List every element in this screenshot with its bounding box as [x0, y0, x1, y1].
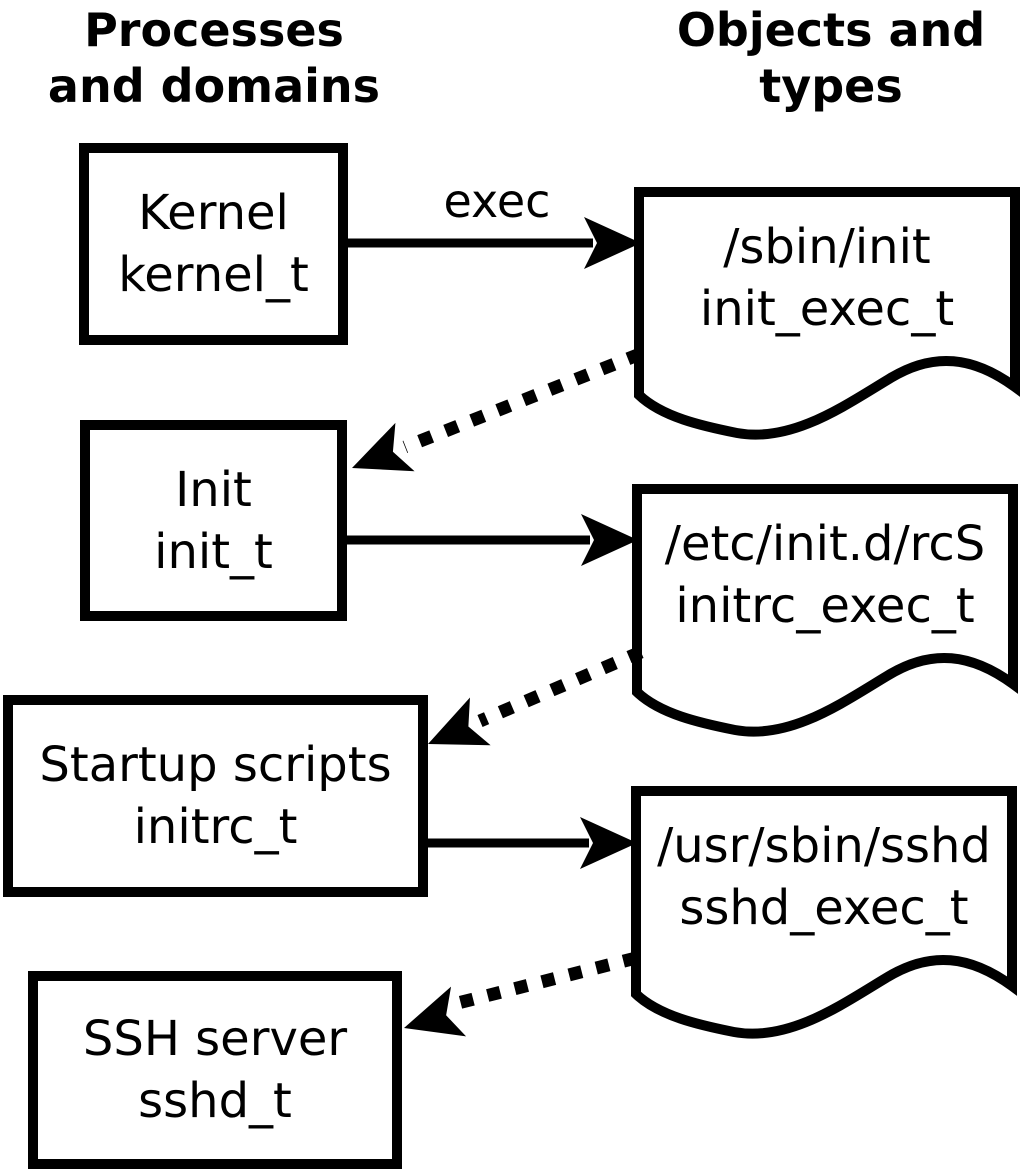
- process-node-init: Init init_t: [80, 420, 347, 621]
- exec-arrow-startup-scripts-to-usr-sbin-sshd: [428, 817, 637, 869]
- process-domain: initrc_t: [133, 799, 298, 855]
- object-type: init_exec_t: [699, 281, 955, 337]
- process-domain: sshd_t: [138, 1073, 292, 1129]
- objects-column-header: Objects and types: [638, 2, 1024, 114]
- object-path: /usr/sbin/sshd: [657, 818, 991, 874]
- document-shape: [631, 786, 1017, 1039]
- processes-header-line2: and domains: [47, 59, 381, 113]
- object-text: /usr/sbin/sshd sshd_exec_t: [631, 815, 1017, 939]
- object-text: /etc/init.d/rcS initrc_exec_t: [632, 513, 1018, 637]
- process-label: SSH server: [82, 1011, 348, 1067]
- process-label: Kernel: [138, 185, 289, 241]
- object-path: /sbin/init: [723, 219, 931, 275]
- process-node-kernel: Kernel kernel_t: [79, 143, 348, 345]
- transition-arrow-usr-sbin-sshd-to-ssh-server: [404, 951, 638, 1037]
- process-node-ssh-server: SSH server sshd_t: [28, 971, 402, 1169]
- process-label: Init: [175, 461, 252, 518]
- process-domain: kernel_t: [118, 247, 309, 303]
- object-path: /etc/init.d/rcS: [664, 516, 986, 572]
- objects-header-line2: types: [759, 59, 903, 113]
- objects-header-line1: Objects and: [676, 3, 986, 57]
- exec-arrow-init-to-etc-initd-rcs: [347, 514, 638, 566]
- processes-column-header: Processes and domains: [0, 2, 428, 114]
- object-type: sshd_exec_t: [679, 880, 969, 936]
- document-shape: [634, 187, 1020, 440]
- object-text: /sbin/init init_exec_t: [634, 216, 1020, 340]
- transition-arrow-etc-initd-rcs-to-startup-scripts: [428, 646, 644, 746]
- process-node-startup-scripts: Startup scripts initrc_t: [3, 695, 428, 897]
- process-domain: init_t: [154, 523, 273, 580]
- object-node-usr-sbin-sshd: /usr/sbin/sshd sshd_exec_t: [631, 786, 1017, 1044]
- process-label: Startup scripts: [39, 737, 392, 793]
- document-shape: [632, 484, 1018, 737]
- object-node-etc-initd-rcs: /etc/init.d/rcS initrc_exec_t: [632, 484, 1018, 742]
- transition-arrow-sbin-init-to-init: [352, 347, 643, 472]
- edge-label-exec: exec: [443, 174, 551, 228]
- object-node-sbin-init: /sbin/init init_exec_t: [634, 187, 1020, 445]
- object-type: initrc_exec_t: [675, 578, 975, 634]
- processes-header-line1: Processes: [84, 3, 344, 57]
